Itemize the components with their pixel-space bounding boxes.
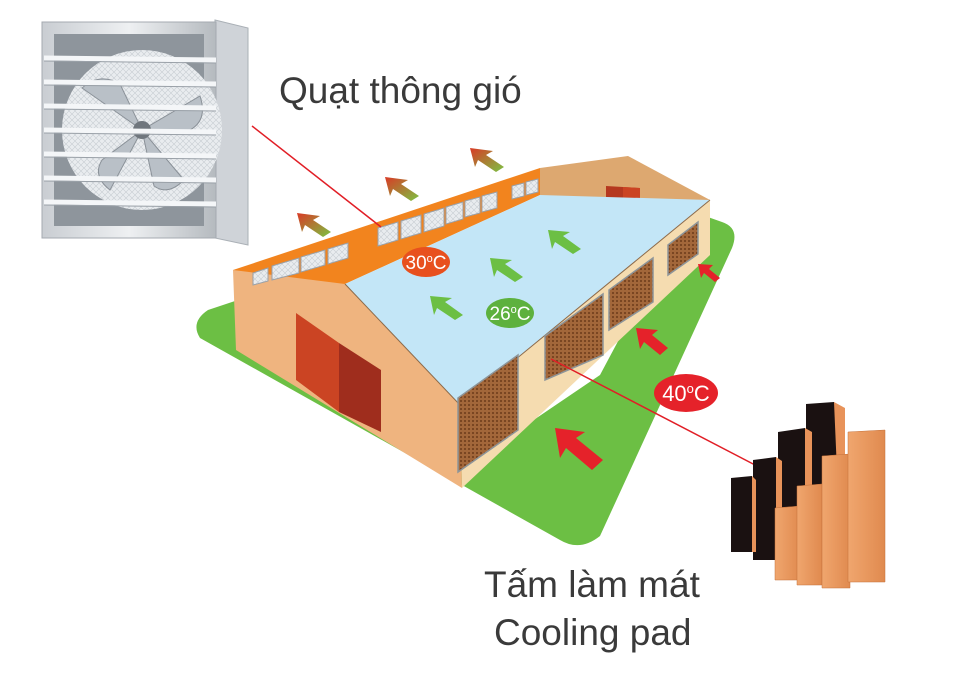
temp-badge-inside-hot: 30oC (402, 247, 450, 277)
degree-mark: o (687, 381, 694, 396)
temp-unit: C (517, 304, 531, 325)
green-airflow-arrow-icon (430, 230, 581, 320)
temp-value: 26 (490, 304, 511, 325)
svg-text:40oC: 40oC (662, 381, 710, 406)
temp-unit: C (694, 381, 710, 406)
fan-label: Quạt thông gió (279, 70, 522, 111)
svg-text:30oC: 30oC (406, 253, 447, 274)
temp-badge-outside: 40oC (654, 374, 718, 412)
exhaust-fan-icon (41, 19, 249, 246)
degree-mark: o (511, 304, 517, 316)
cooling-pad-icon (731, 402, 886, 589)
temp-unit: C (433, 253, 447, 274)
cooling-pad-label-en: Cooling pad (494, 612, 691, 653)
exhaust-airflow-arrow-icon (297, 148, 504, 237)
temp-value: 40 (662, 381, 686, 406)
fan-leader-line (251, 125, 382, 228)
degree-mark: o (427, 253, 433, 265)
pad-leader-line (550, 358, 758, 467)
svg-text:26oC: 26oC (490, 304, 531, 325)
temp-badge-inside-cool: 26oC (486, 298, 534, 328)
front-door (296, 313, 381, 432)
wall-fans (252, 178, 539, 286)
temp-value: 30 (406, 253, 427, 274)
red-airflow-arrow-icon (555, 264, 720, 470)
cooling-pad-label-vi: Tấm làm mát (484, 564, 701, 605)
wall-cooling-pads (457, 220, 699, 474)
